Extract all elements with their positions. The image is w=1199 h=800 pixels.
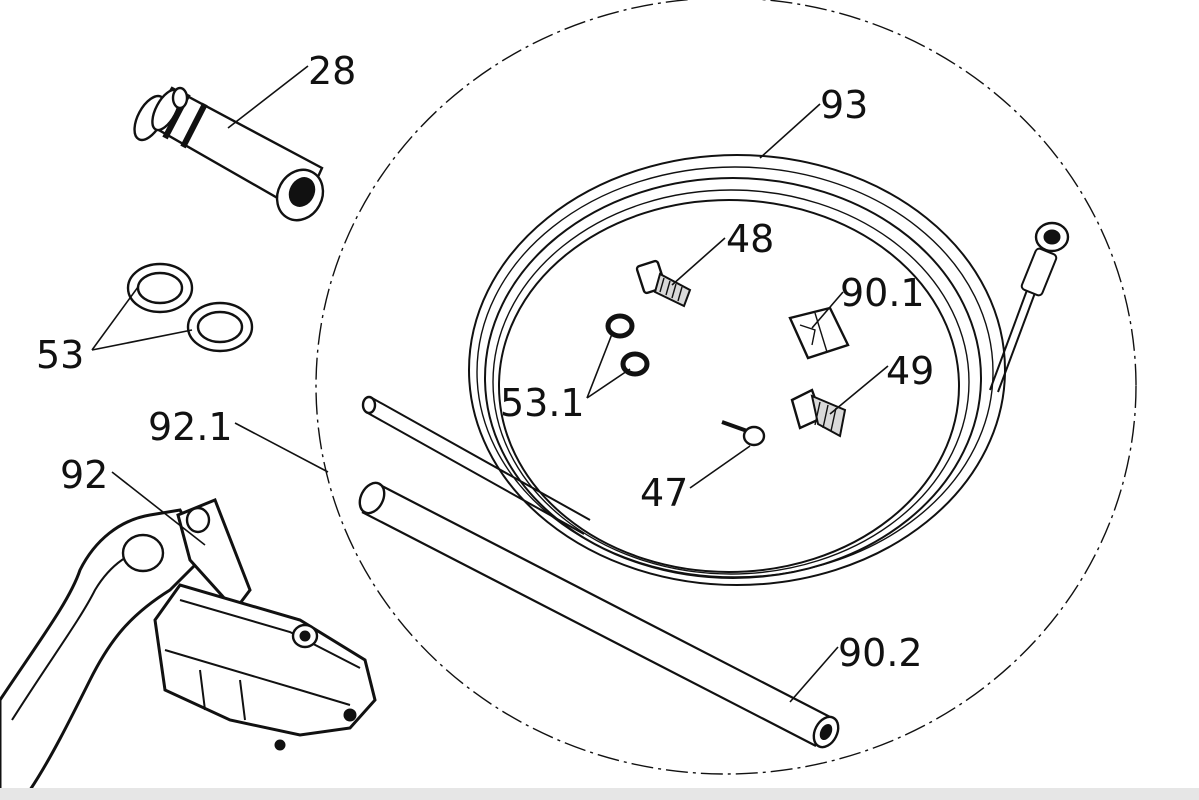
part-53-o-rings [126, 262, 254, 353]
part-93-coiled-hose [468, 154, 1070, 586]
leader-48 [671, 237, 726, 286]
label-49: 49 [886, 349, 934, 393]
label-92: 92 [60, 453, 108, 497]
label-53: 53 [36, 333, 84, 377]
leader-49 [829, 365, 889, 415]
leader-47 [689, 445, 751, 489]
part-90-2-thick-tube [358, 481, 840, 749]
part-53-1-small-o-rings [605, 313, 650, 377]
part-28-cartridge [133, 86, 325, 222]
part-90-1-nut [788, 306, 850, 360]
leader-90-2 [789, 646, 839, 703]
leader-93 [759, 103, 821, 159]
bottom-band [0, 788, 1199, 800]
label-28: 28 [308, 49, 356, 93]
kit-boundary-circle [315, 0, 1137, 775]
part-49-threaded-fitting [790, 388, 847, 438]
leader-53-1-a [586, 333, 613, 399]
leader-53-b [91, 329, 193, 351]
label-47: 47 [640, 471, 688, 515]
label-92-1: 92.1 [148, 405, 233, 449]
part-48-bolt [635, 259, 692, 308]
leader-53-a [91, 286, 139, 351]
part-92-brake-lever [0, 498, 377, 792]
leader-53-1-b [586, 368, 631, 399]
part-92-1-thin-tube [361, 395, 591, 535]
label-53-1: 53.1 [500, 381, 585, 425]
leader-92-1 [234, 422, 329, 473]
label-90-1: 90.1 [840, 271, 925, 315]
leader-90-1 [811, 291, 844, 329]
label-48: 48 [726, 217, 774, 261]
leader-28 [227, 65, 309, 129]
part-47-pin [721, 420, 766, 447]
leader-92 [111, 471, 206, 546]
label-93: 93 [820, 83, 868, 127]
label-90-2: 90.2 [838, 631, 923, 675]
